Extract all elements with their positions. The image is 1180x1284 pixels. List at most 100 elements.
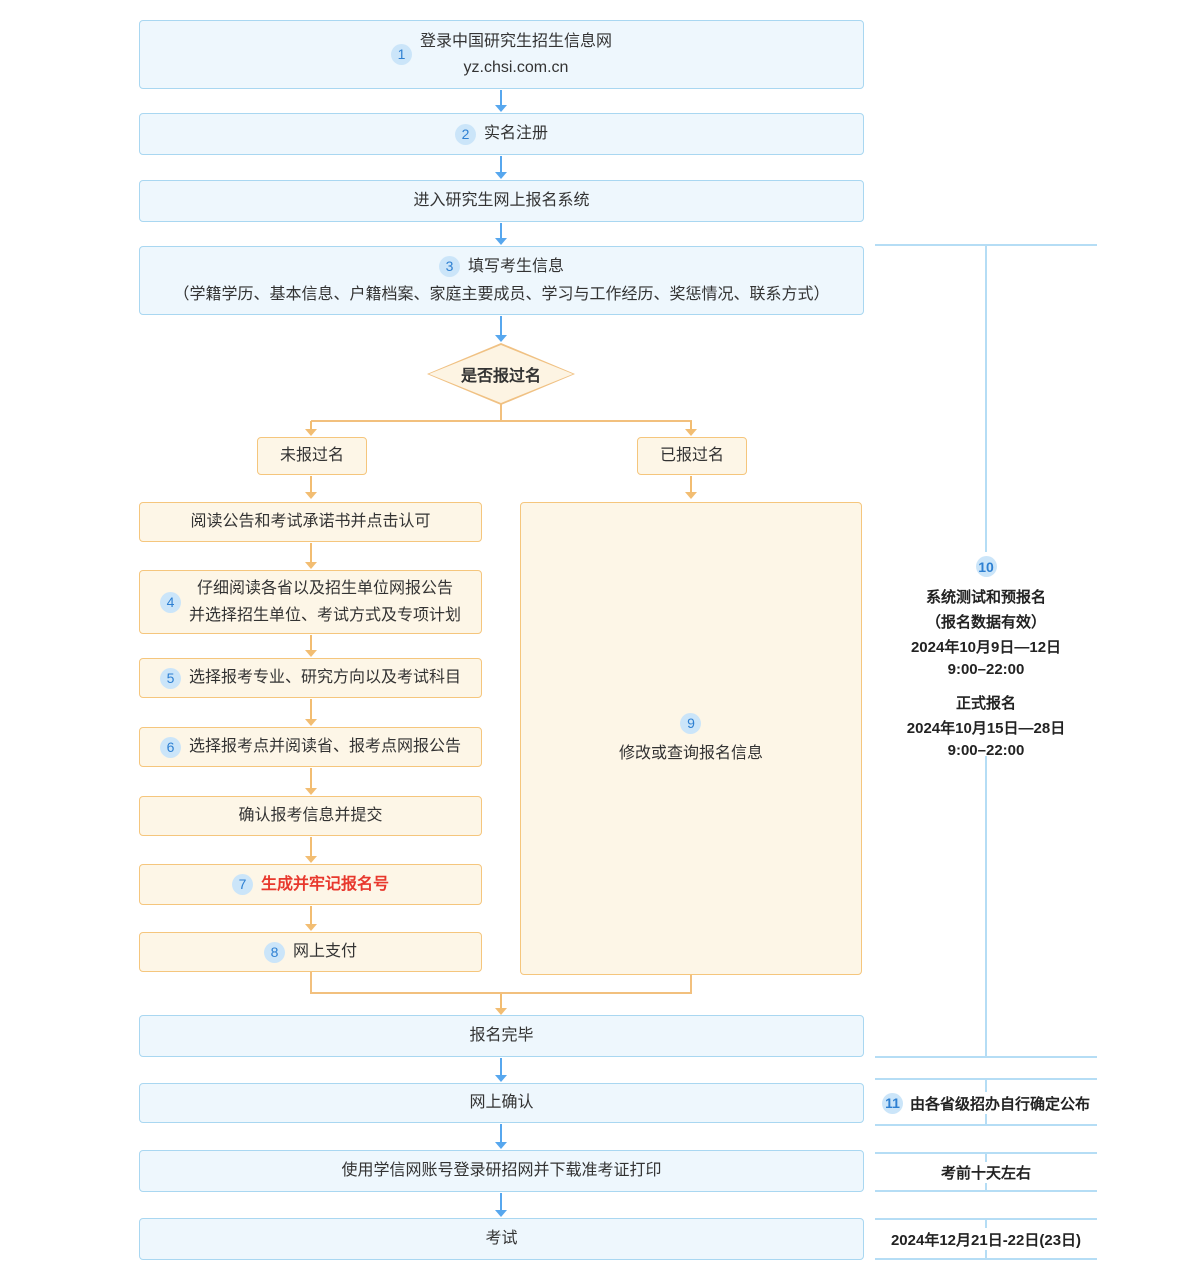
step-3-detail: （学籍学历、基本信息、户籍档案、家庭主要成员、学习与工作经历、奖惩情况、联系方式… xyxy=(173,285,830,303)
step-7-label: 生成并牢记报名号 xyxy=(260,875,389,893)
step-5-label: 选择报考专业、研究方向以及考试科目 xyxy=(188,669,461,687)
timeline-rule xyxy=(875,1152,1097,1154)
finish-label: 报名完毕 xyxy=(469,1027,534,1045)
step-8-label: 网上支付 xyxy=(292,943,357,961)
flow-step-read-notice: 阅读公告和考试承诺书并点击认可 xyxy=(139,502,482,542)
arrow-down-icon xyxy=(495,1193,507,1217)
confirm-submit-label: 确认报考信息并提交 xyxy=(238,807,383,825)
flow-step-finish: 报名完毕 xyxy=(139,1015,864,1057)
step-1-badge: 1 xyxy=(390,44,412,65)
timeline-rule xyxy=(875,1124,1097,1126)
flow-step-enter-system: 进入研究生网上报名系统 xyxy=(139,180,864,222)
arrow-down-icon xyxy=(495,1124,507,1149)
official-registration-time: 9:00–22:00 xyxy=(947,742,1025,759)
arrow-down-icon xyxy=(305,421,317,436)
step-1-url: yz.chsi.com.cn xyxy=(463,58,569,76)
pre-registration-date: 2024年10月9日—12日 xyxy=(910,639,1062,656)
decision-registered-before: 是否报过名 xyxy=(427,343,575,405)
arrow-down-icon xyxy=(685,476,697,499)
arrow-down-icon xyxy=(305,543,317,569)
timeline-stem xyxy=(985,756,987,1056)
pre-registration-note: （报名数据有效） xyxy=(925,614,1046,631)
flow-step-online-confirm: 网上确认 xyxy=(139,1083,864,1123)
timeline-stem xyxy=(985,1080,987,1092)
flow-step-register: 2 实名注册 xyxy=(139,113,864,155)
enter-system-label: 进入研究生网上报名系统 xyxy=(413,192,590,210)
connector-line xyxy=(311,420,692,422)
step-10-badge: 10 xyxy=(975,556,997,577)
arrow-down-icon xyxy=(305,476,317,499)
step-4-line1: 仔细阅读各省以及招生单位网报公告 xyxy=(196,579,453,597)
arrow-down-icon xyxy=(495,994,507,1015)
timeline-rule xyxy=(875,244,1097,246)
step-9-badge: 9 xyxy=(680,712,702,734)
flow-step-choose-unit: 4 仔细阅读各省以及招生单位网报公告 并选择招生单位、考试方式及专项计划 xyxy=(139,570,482,634)
flow-step-choose-major: 5 选择报考专业、研究方向以及考试科目 xyxy=(139,658,482,698)
step-8-badge: 8 xyxy=(263,941,285,963)
timeline-rule xyxy=(875,1190,1097,1192)
flow-step-choose-site: 6 选择报考点并阅读省、报考点网报公告 xyxy=(139,727,482,767)
timeline-stem xyxy=(985,1183,987,1190)
flow-step-modify-query: 9 修改或查询报名信息 xyxy=(520,502,862,975)
flow-step-pay-online: 8 网上支付 xyxy=(139,932,482,972)
timeline-registration-period: 10 系统测试和预报名 （报名数据有效） 2024年10月9日—12日 9:00… xyxy=(875,556,1097,759)
arrow-down-icon xyxy=(495,223,507,245)
arrow-down-icon xyxy=(305,837,317,863)
arrow-down-icon xyxy=(305,906,317,931)
timeline-confirm-note: 11 由各省级招办自行确定公布 xyxy=(875,1092,1097,1114)
timeline-rule xyxy=(875,1218,1097,1220)
timeline-exam-date: 2024年12月21日-22日(23日) xyxy=(875,1228,1097,1250)
step-2-badge: 2 xyxy=(454,123,476,145)
flow-step-confirm-submit: 确认报考信息并提交 xyxy=(139,796,482,836)
step-2-label: 实名注册 xyxy=(483,125,548,143)
flow-step-fill-info: 3 填写考生信息 （学籍学历、基本信息、户籍档案、家庭主要成员、学习与工作经历、… xyxy=(139,246,864,315)
arrow-down-icon xyxy=(305,699,317,726)
step-4-badge: 4 xyxy=(159,591,181,613)
step-4-line2: 并选择招生单位、考试方式及专项计划 xyxy=(188,606,461,624)
step-label: 阅读公告和考试承诺书并点击认可 xyxy=(190,513,431,531)
arrow-down-icon xyxy=(495,316,507,342)
flow-step-admission-ticket: 使用学信网账号登录研招网并下载准考证打印 xyxy=(139,1150,864,1192)
flow-step-remember-number: 7 生成并牢记报名号 xyxy=(139,864,482,905)
step-7-badge: 7 xyxy=(231,874,253,895)
step-5-badge: 5 xyxy=(159,667,181,689)
official-registration-title: 正式报名 xyxy=(955,695,1016,712)
branch-yes-label: 已报过名 xyxy=(659,447,724,465)
exam-date-label: 2024年12月21日-22日(23日) xyxy=(890,1231,1082,1249)
step-6-label: 选择报考点并阅读省、报考点网报公告 xyxy=(188,738,461,756)
connector-line xyxy=(310,972,312,994)
decision-label: 是否报过名 xyxy=(460,368,541,385)
timeline-ticket-note: 考前十天左右 xyxy=(875,1161,1097,1183)
arrow-down-icon xyxy=(305,635,317,657)
connector-line xyxy=(690,975,692,994)
connector-line xyxy=(500,404,502,421)
flow-step-exam: 考试 xyxy=(139,1218,864,1260)
arrow-down-icon xyxy=(685,421,697,436)
exam-label: 考试 xyxy=(485,1230,518,1248)
arrow-down-icon xyxy=(495,90,507,112)
arrow-down-icon xyxy=(495,156,507,179)
step-6-badge: 6 xyxy=(159,736,181,758)
pre-registration-title: 系统测试和预报名 xyxy=(925,589,1046,606)
timeline-stem xyxy=(985,1220,987,1228)
flow-step-login: 1 登录中国研究生招生信息网 yz.chsi.com.cn xyxy=(139,20,864,89)
step-11-badge: 11 xyxy=(881,1092,903,1114)
pre-registration-time: 9:00–22:00 xyxy=(947,661,1025,678)
admission-ticket-label: 使用学信网账号登录研招网并下载准考证打印 xyxy=(341,1162,662,1180)
step-9-label: 修改或查询报名信息 xyxy=(618,744,763,762)
arrow-down-icon xyxy=(495,1058,507,1082)
step-3-title: 填写考生信息 xyxy=(467,257,564,275)
timeline-stem xyxy=(985,246,987,552)
arrow-down-icon xyxy=(305,768,317,795)
official-registration-date: 2024年10月15日—28日 xyxy=(906,720,1066,737)
online-confirm-label: 网上确认 xyxy=(469,1094,534,1112)
branch-no-label: 未报过名 xyxy=(279,447,344,465)
step-3-badge: 3 xyxy=(438,256,460,278)
timeline-rule xyxy=(875,1078,1097,1080)
confirm-note-label: 由各省级招办自行确定公布 xyxy=(909,1095,1090,1113)
timeline-stem xyxy=(985,1250,987,1258)
connector-line xyxy=(310,992,692,994)
timeline-stem xyxy=(985,1154,987,1162)
ticket-note-label: 考前十天左右 xyxy=(940,1164,1031,1182)
